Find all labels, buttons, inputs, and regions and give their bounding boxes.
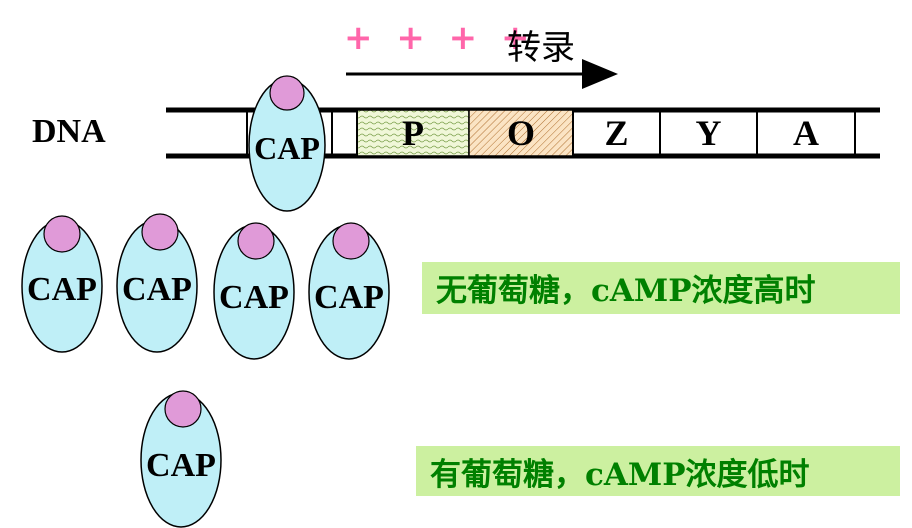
- transcription-label: 转录: [507, 28, 575, 68]
- cap-protein-free-3: [213, 222, 295, 360]
- plus-signs: + + + +: [344, 18, 536, 58]
- cap-protein-bound: [248, 75, 326, 212]
- cap-protein-free-2: [116, 213, 198, 353]
- cap-label-free-4: CAP: [314, 279, 384, 316]
- operator-box: [468, 109, 574, 157]
- gene-segment-y: Y: [695, 113, 722, 153]
- gene-segment-o: O: [506, 113, 535, 153]
- cap-protein-free-5: [140, 390, 222, 528]
- promoter-box: [356, 109, 470, 157]
- note-no-glucose: 无葡萄糖，cAMP浓度高时: [436, 272, 816, 309]
- cap-label-free-3: CAP: [219, 279, 289, 316]
- cap-label-free-1: CAP: [27, 271, 97, 308]
- gene-segment-z: Z: [604, 113, 629, 153]
- cap-label-free-2: CAP: [122, 271, 192, 308]
- gene-segment-a: A: [793, 113, 819, 153]
- gene-segment-p: P: [402, 113, 424, 153]
- note-background-low: [416, 446, 900, 496]
- note-background-high: [422, 262, 900, 314]
- cap-label-free-5: CAP: [146, 447, 216, 484]
- dna-label: DNA: [32, 113, 106, 150]
- cap-label-bound: CAP: [254, 130, 320, 166]
- cap-protein-free-4: [308, 222, 390, 360]
- cap-protein-free-1: [21, 215, 103, 353]
- note-with-glucose: 有葡萄糖，cAMP浓度低时: [430, 456, 810, 493]
